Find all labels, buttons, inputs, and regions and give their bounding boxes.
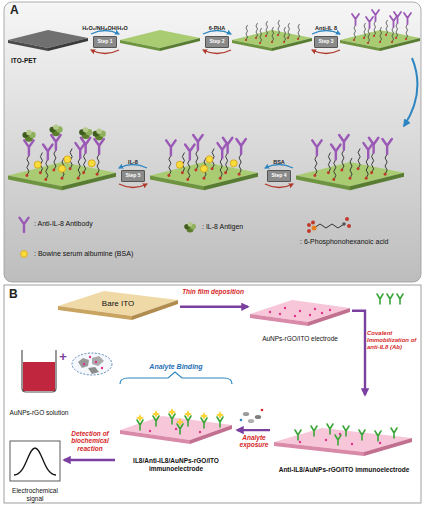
edge-label: Analyte exposure [236, 434, 272, 449]
bare-ito-slab [58, 291, 178, 320]
cleaned-slab [120, 30, 200, 51]
node-text: Anti-IL8/AuNPs-rGO/ITO immunoelectrode [279, 466, 410, 473]
step-label: Step 5 [125, 173, 140, 179]
step-label: Step 1 [97, 39, 112, 45]
binding-bracket [120, 372, 232, 384]
step-label: Step 3 [318, 39, 333, 45]
panel-frame [4, 2, 421, 282]
flow-arrow [352, 311, 365, 395]
edge-label: Detection of biochemical reaction [66, 430, 114, 452]
step-arrows [91, 31, 417, 188]
ito-pet-slab [8, 30, 88, 51]
pha-molecule-icon [307, 217, 351, 233]
step-label: Step 2 [209, 39, 224, 45]
step-box: 6-PHAStep 2 [205, 36, 229, 48]
flow-arrow [237, 429, 270, 431]
node-text: AuNPs-rGO solution [10, 409, 69, 416]
bsa-slab [150, 135, 258, 190]
immunoelectrode-slab [274, 424, 412, 456]
step-box: IL-8Step 5 [121, 170, 145, 182]
edge-label: Thin film deposition [182, 288, 244, 295]
electrode-slab: AuNPs-rGO/ITO electrode [248, 294, 352, 342]
node-text: IL8/Anti-IL8/AuNPs-rGO/ITO immunoelectro… [115, 457, 237, 472]
panel-frame [4, 285, 421, 503]
pha-slab [232, 20, 312, 51]
step-reagent: BSA [273, 159, 285, 165]
edge-label: Covalent Immobilization of anti-IL8 (Ab) [367, 330, 421, 351]
antibody-slab [340, 10, 420, 51]
electrode-slab: Bare ITO [56, 290, 180, 318]
step-reagent: Anti-IL 8 [315, 25, 337, 31]
node-text: Bare ITO [102, 299, 134, 308]
analyte-particles [240, 409, 264, 423]
annotation: Analyte Binding [120, 363, 232, 371]
legend-text: : IL-8 Antigen [202, 223, 292, 231]
step-reagent: IL-8 [128, 159, 138, 165]
signal-box: Electrochemical signal [6, 438, 64, 502]
antigen-icon [184, 222, 196, 233]
immunoelectrode: IL8/Anti-IL8/AuNPs-rGO/ITO immunoelectro… [115, 380, 237, 472]
antibody-slab [296, 135, 404, 190]
signal-plot [10, 441, 60, 481]
step-box: Anti-IL 8Step 3 [314, 36, 338, 48]
legend-text: : Bowine serum albumine (BSA) [34, 250, 184, 258]
flow-arrow [64, 459, 115, 461]
antibody-icons [377, 294, 403, 304]
binding-slab [120, 408, 232, 444]
flow-arrow [180, 306, 248, 308]
antibody-icon [19, 218, 28, 232]
legend-text: : Anti-IL-8 Antibody [34, 220, 104, 228]
electrode-slab [250, 300, 350, 326]
step-reagent: 6-PHA [209, 25, 226, 31]
node-text: AuNPs-rGO/ITO electrode [262, 335, 338, 342]
panel-letter: A [10, 4, 26, 17]
panel-letter: B [9, 288, 25, 301]
bsa-icon [21, 251, 28, 258]
antigen-slab [8, 124, 116, 190]
node-text: ITO-PET [11, 57, 37, 64]
substrate-slab: ITO-PET [8, 28, 92, 64]
immunoelectrode: Anti-IL8/AuNPs-rGO/ITO immunoelectrode [270, 395, 418, 473]
step-box: H₂O₂/NH₄OH/H₂OStep 1 [93, 36, 117, 48]
node-text: Electrochemical signal [6, 487, 64, 502]
step-label: Step 4 [271, 173, 286, 179]
plus-sign: + [56, 350, 70, 364]
legend-text: : 6-Phosphonohexanoic acid [300, 238, 418, 246]
beaker [22, 350, 56, 392]
step-reagent: H₂O₂/NH₄OH/H₂O [82, 25, 128, 31]
nanocomposite-inset [72, 353, 112, 375]
step-box: BSAStep 4 [267, 170, 291, 182]
